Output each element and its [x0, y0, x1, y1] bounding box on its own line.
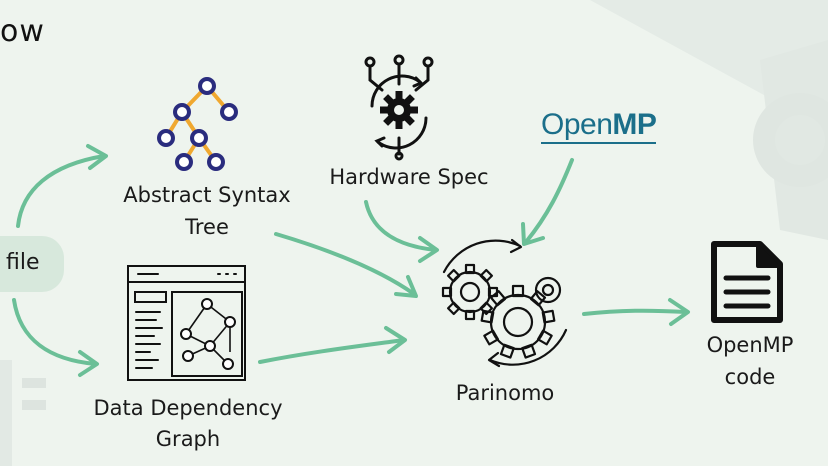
arrow-file-to-ast: [16, 154, 106, 228]
arrowhead-hardware-to-parinomo: [418, 236, 439, 263]
openmp-logo-mp: MP: [612, 108, 657, 141]
arrow-openmp-to-parinomo: [524, 158, 574, 244]
ast-label-line1: Abstract Syntax: [123, 183, 291, 207]
ddg-label-line1: Data Dependency: [93, 396, 283, 420]
file-label: file: [6, 250, 40, 275]
arrowhead-ast-to-parinomo: [394, 275, 418, 298]
output-label-line1: OpenMP: [706, 333, 794, 357]
hardware-spec-label: Hardware Spec: [329, 165, 489, 189]
openmp-logo: OpenMP: [541, 108, 657, 144]
page-title-fragment: ow: [0, 14, 45, 49]
arrowhead-file-to-ast: [86, 144, 108, 170]
file-pill: [0, 236, 64, 292]
arrow-ast-to-parinomo: [274, 232, 416, 296]
arrowhead-file-to-ddg: [78, 350, 99, 377]
arrowhead-parinomo-to-code: [668, 298, 690, 326]
arrow-ddg-to-parinomo: [258, 338, 406, 364]
ast-label-line2: Tree: [185, 215, 229, 239]
ddg-label-line2: Graph: [155, 427, 221, 451]
arrowhead-openmp-to-parinomo: [521, 222, 545, 246]
arrow-file-to-ddg: [12, 298, 98, 366]
output-label-line2: code: [724, 365, 776, 389]
arrowhead-ddg-to-parinomo: [384, 326, 407, 354]
arrow-parinomo-to-code: [582, 308, 688, 316]
openmp-logo-open: Open: [541, 108, 613, 141]
arrow-hardware-to-parinomo: [364, 200, 438, 252]
parinomo-label: Parinomo: [455, 381, 555, 405]
